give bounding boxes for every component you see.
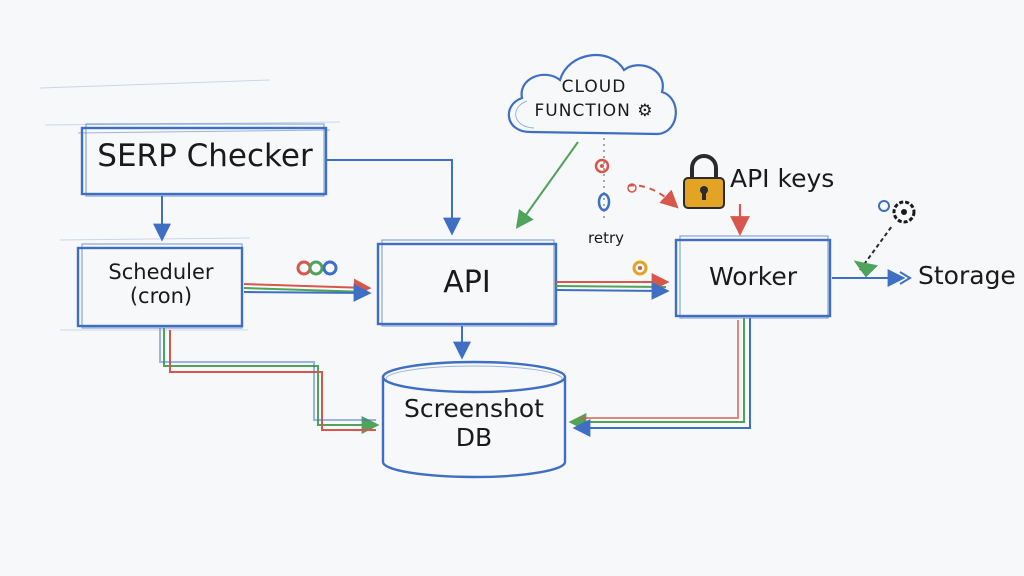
- api-keys-label: API keys: [730, 164, 835, 193]
- arrow-worker-to-storage: [832, 269, 912, 287]
- status-dots-icon: [296, 260, 338, 276]
- serp-checker-label: SERP Checker: [97, 138, 313, 174]
- status-dot-api-worker-icon: [632, 260, 648, 276]
- retry-marker-icon: [594, 158, 611, 212]
- db-label: Screenshot DB: [384, 394, 564, 453]
- arrow-api-to-worker: [555, 273, 670, 300]
- db-subtitle: DB: [455, 422, 493, 452]
- cloud-subtitle: FUNCTION ⚙: [534, 100, 654, 121]
- db-title: Screenshot: [404, 394, 544, 423]
- arrow-worker-to-db: [568, 318, 751, 437]
- plug-icon: [853, 200, 893, 278]
- arrow-serp-to-api: [326, 159, 461, 236]
- db-cylinder: [381, 360, 567, 479]
- arrow-scheduler-to-api: [243, 278, 372, 302]
- scheduler-subtitle: (cron): [129, 284, 193, 309]
- cloud-gear-icon: ⚙: [637, 100, 654, 121]
- scheduler-box: [76, 243, 244, 329]
- cloud-title: CLOUD: [561, 77, 627, 97]
- lock-icon: [683, 154, 725, 209]
- arrow-retry-to-keys: [627, 183, 679, 209]
- cloud-shape: [507, 53, 677, 136]
- cloud-function-label: CLOUD FUNCTION ⚙: [530, 77, 658, 121]
- arrow-cloud-to-api: [515, 141, 579, 229]
- storage-label: Storage: [918, 261, 1016, 290]
- arrow-scheduler-to-db: [159, 328, 380, 434]
- scheduler-title: Scheduler: [108, 260, 214, 284]
- api-label: API: [443, 265, 491, 300]
- api-box: [376, 239, 558, 327]
- retry-label: retry: [588, 229, 624, 247]
- worker-box: [674, 235, 832, 319]
- scheduler-label: Scheduler (cron): [80, 260, 242, 308]
- worker-label: Worker: [708, 262, 798, 291]
- gear-icon: [892, 200, 916, 224]
